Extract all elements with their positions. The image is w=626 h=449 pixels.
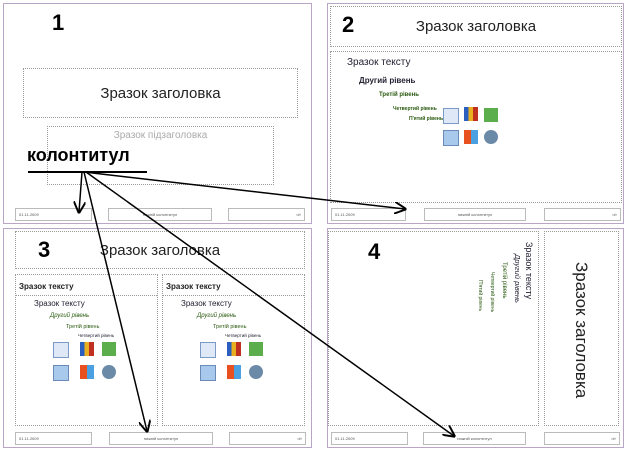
arrow-to-slide-1-footer [79,171,82,212]
chart-icon[interactable] [80,342,94,356]
clipart-icon[interactable] [80,365,94,379]
vertical-title-placeholder[interactable]: Зразок заголовка [544,231,619,426]
level-2: Другий рівень [513,254,522,303]
level-1: Зразок тексту [34,299,85,308]
clipart-icon[interactable] [464,130,478,144]
left-column[interactable]: Зразок тексту Зразок тексту Другий рівен… [15,274,158,426]
title-placeholder[interactable]: Зразок заголовка [23,68,298,118]
vertical-content-placeholder[interactable]: Зразок тексту Другий рівень Третій рівен… [328,231,539,426]
table-icon[interactable] [200,342,216,358]
slide-3-comparison-layout: Зразок заголовка 3 Зразок тексту Зразок … [3,228,312,448]
footer-page-number[interactable]: ‹#› [544,208,621,221]
smartart-icon[interactable] [484,108,498,122]
callout-label: колонтитул [27,145,130,165]
smartart-icon[interactable] [249,342,263,356]
footer-page-number[interactable]: ‹#› [544,432,620,445]
level-3: Третій рівень [379,92,419,98]
media-icon[interactable] [484,130,498,144]
footer-date[interactable]: 01.11.2009 [331,432,408,445]
level-1: Зразок тексту [181,299,232,308]
slide-1-title-layout: 1 Зразок заголовка Зразок підзаголовка 0… [3,3,312,224]
level-5: П'ятий рівень [477,280,483,312]
level-1: Зразок тексту [524,242,534,300]
table-icon[interactable] [443,108,459,124]
arrow-to-slide-4-footer [85,171,454,436]
slide-number-label: 3 [38,237,51,262]
footer-date[interactable]: 01.11.2009 [15,208,92,221]
footer-date[interactable]: 01.11.2009 [15,432,92,445]
table-icon[interactable] [53,342,69,358]
divider [163,295,304,296]
subtitle-placeholder[interactable]: Зразок підзаголовка [47,126,274,185]
picture-icon[interactable] [53,365,69,381]
arrow-to-slide-3-footer [83,171,147,431]
footer-page-number[interactable]: ‹#› [229,432,306,445]
level-5: П'ятий рівень [409,116,444,122]
slide-number-label: 2 [342,12,355,37]
level-4: Четвертий рівень [78,333,115,338]
right-column[interactable]: Зразок тексту Зразок тексту Другий рівен… [162,274,305,426]
level-3: Третій рівень [501,262,507,299]
slide-2-content-layout: Зразок заголовка 2 Зразок тексту Другий … [327,3,624,224]
level-1: Зразок тексту [347,57,411,68]
footer-page-number[interactable]: ‹#› [228,208,305,221]
footer-center[interactable]: нижній колонтитул [108,208,212,221]
picture-icon[interactable] [200,365,216,381]
level-4: Четвертий рівень [489,272,495,313]
level-2: Другий рівень [359,76,416,85]
footer-center[interactable]: нижній колонтитул [109,432,213,445]
title-placeholder[interactable]: Зразок заголовка [330,6,622,47]
media-icon[interactable] [249,365,263,379]
slide-number-label: 1 [52,10,65,35]
picture-icon[interactable] [443,130,459,146]
column-header: Зразок тексту [19,282,74,291]
level-4: Четвертий рівень [393,106,437,112]
smartart-icon[interactable] [102,342,116,356]
clipart-icon[interactable] [227,365,241,379]
level-2: Другий рівень [197,313,237,319]
level-2: Другий рівень [50,313,90,319]
arrow-to-slide-2-footer [83,171,405,209]
level-3: Третій рівень [213,324,247,330]
column-header: Зразок тексту [166,282,221,291]
slide-number-label: 4 [368,239,381,264]
divider [16,295,157,296]
footer-center[interactable]: нижній колонтитул [424,208,526,221]
level-4: Четвертий рівень [225,333,262,338]
chart-icon[interactable] [464,107,478,121]
media-icon[interactable] [102,365,116,379]
level-3: Третій рівень [66,324,100,330]
content-placeholder[interactable]: Зразок тексту Другий рівень Третій рівен… [330,51,622,203]
slide-4-vertical-layout: 4 Зразок тексту Другий рівень Третій рів… [327,228,624,448]
footer-center[interactable]: нижній колонтитул [423,432,526,445]
chart-icon[interactable] [227,342,241,356]
title-text: Зразок заголовка [572,262,591,399]
